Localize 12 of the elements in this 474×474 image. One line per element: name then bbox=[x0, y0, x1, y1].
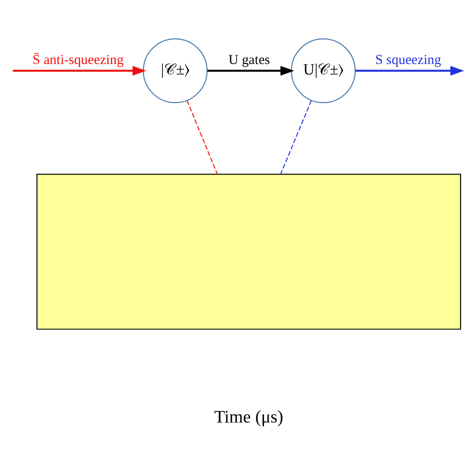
node-circle: |𝒞±⟩ bbox=[142, 38, 208, 103]
edge-label: U gates bbox=[228, 52, 270, 67]
connector bbox=[186, 100, 218, 174]
node-circle: U|𝒞±⟩ bbox=[290, 38, 356, 103]
edge-label: S̄ anti-squeezing bbox=[32, 52, 124, 67]
arrow bbox=[355, 65, 464, 76]
label: Time (μs) bbox=[214, 406, 284, 426]
edge-label: S squeezing bbox=[375, 52, 442, 67]
node-box bbox=[36, 173, 462, 330]
arrow bbox=[12, 65, 146, 76]
arrow bbox=[207, 65, 294, 76]
connector bbox=[280, 100, 312, 174]
